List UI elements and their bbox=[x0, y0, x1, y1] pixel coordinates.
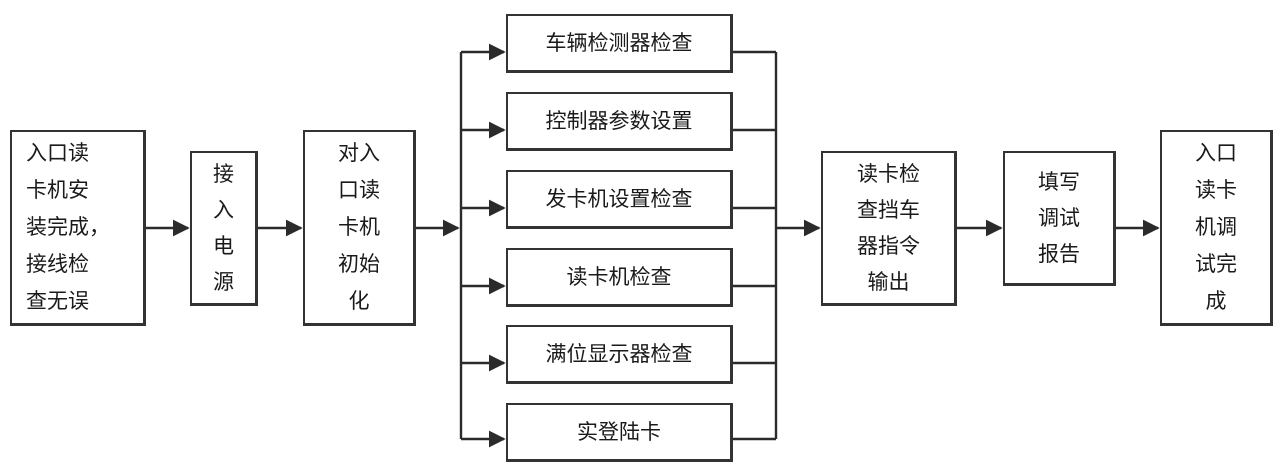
check-label-6: 实登陆卡 bbox=[577, 420, 661, 444]
start-box: 入口读 卡机安 装完成， 接线检 查无误 bbox=[10, 130, 146, 326]
start-box-label: 入口读 卡机安 装完成， 接线检 查无误 bbox=[26, 141, 110, 313]
check-box-6: 实登陆卡 bbox=[506, 403, 733, 462]
output-box: 读卡检 查挡车 器指令 输出 bbox=[821, 151, 957, 306]
report-box: 填写 调试 报告 bbox=[1003, 151, 1116, 286]
power-box-label: 接 入 电 源 bbox=[213, 162, 234, 294]
check-label-5: 满位显示器检查 bbox=[545, 342, 693, 366]
report-box-label: 填写 调试 报告 bbox=[1038, 170, 1080, 266]
check-box-5: 满位显示器检查 bbox=[506, 325, 733, 384]
init-box: 对入 口读 卡机 初始 化 bbox=[303, 130, 416, 326]
done-box-label: 入口 读卡 机调 试完 成 bbox=[1195, 141, 1237, 313]
check-label-4: 读卡机检查 bbox=[566, 265, 672, 289]
done-box: 入口 读卡 机调 试完 成 bbox=[1160, 130, 1273, 326]
check-box-3: 发卡机设置检查 bbox=[506, 170, 733, 229]
check-label-2: 控制器参数设置 bbox=[545, 109, 693, 133]
check-label-3: 发卡机设置检查 bbox=[545, 187, 693, 211]
power-box: 接 入 电 源 bbox=[190, 151, 258, 306]
check-box-4: 读卡机检查 bbox=[506, 248, 733, 307]
output-box-label: 读卡检 查挡车 器指令 输出 bbox=[857, 162, 920, 294]
check-box-1: 车辆检测器检查 bbox=[506, 14, 733, 73]
init-box-label: 对入 口读 卡机 初始 化 bbox=[338, 141, 380, 313]
check-box-2: 控制器参数设置 bbox=[506, 92, 733, 151]
check-label-1: 车辆检测器检查 bbox=[545, 31, 693, 55]
